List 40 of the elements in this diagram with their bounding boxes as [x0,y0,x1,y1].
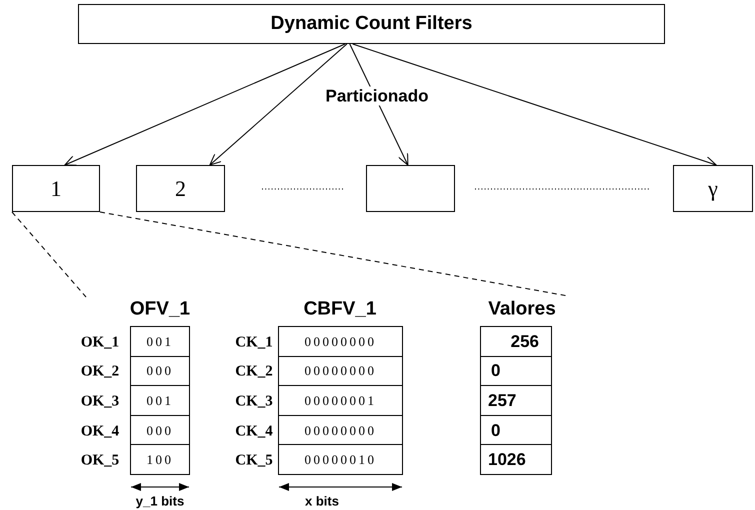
zoom-guide-line [100,212,568,296]
row-key-label: OK_3 [80,394,120,410]
arrow [209,44,348,166]
bit-vector-cell: 00000001 [278,385,403,416]
row-key-label: CK_1 [235,335,273,350]
bit-vector-cell: 00000000 [278,356,403,386]
row-key-label: CK_2 [235,364,273,380]
partition-box: 2 [136,165,225,212]
bit-vector-cell: 100 [130,444,190,475]
arrow [352,44,717,167]
value-cell: 257 [480,385,552,416]
table-heading: OFV_1 [130,300,190,318]
row-key-label: CK_5 [235,454,273,469]
arrow [64,44,346,166]
partition-box [366,165,455,212]
row-key-label: CK_3 [235,394,273,410]
row-key-label: CK_4 [235,424,273,440]
value-cell: 0 [480,356,552,386]
bit-vector-cell: 001 [130,326,190,357]
bit-vector-cell: 000 [130,414,190,446]
bit-vector-cell: 00000010 [278,444,403,475]
dimension-label: x bits [305,494,339,508]
value-cell: 0 [480,414,552,446]
value-cell: 256 [480,326,552,357]
row-key-label: OK_5 [80,454,120,469]
bit-vector-cell: 00000000 [278,326,403,357]
value-cell: 1026 [480,444,552,475]
dimension-label: y_1 bits [136,494,184,508]
title-box: Dynamic Count Filters [78,4,665,44]
partition-box: 1 [12,165,100,212]
bit-vector-cell: 000 [130,356,190,386]
row-key-label: OK_1 [80,335,120,350]
bit-vector-cell: 00000000 [278,414,403,446]
table-heading: CBFV_1 [304,300,376,318]
zoom-guide-line [12,212,86,298]
row-key-label: OK_4 [80,424,120,440]
bit-vector-cell: 001 [130,385,190,416]
partition-box: γ [673,165,753,212]
table-heading: Valores [488,300,556,318]
row-key-label: OK_2 [80,364,120,380]
